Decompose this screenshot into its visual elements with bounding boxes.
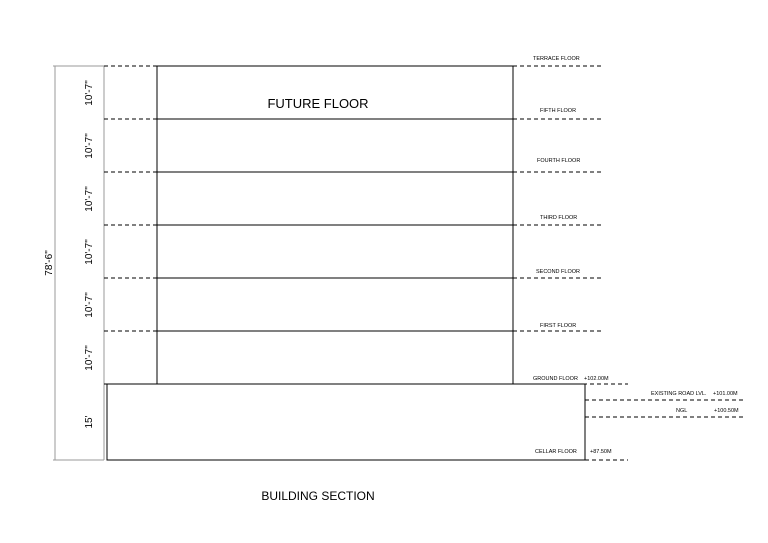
floor-dimensions: 10'-7" 10'-7" 10'-7" 10'-7" 10'-7" 10'-7… [84, 66, 105, 460]
fourth-floor-label: FOURTH FLOOR [537, 158, 580, 164]
level-labels: TERRACE FLOOR FIFTH FLOOR FOURTH FLOOR T… [533, 56, 739, 455]
floor-height-4: 10'-7" [84, 186, 95, 212]
first-floor-label: FIRST FLOOR [540, 323, 576, 329]
floor-height-1: 10'-7" [84, 345, 95, 371]
ground-floor-elevation: +102.00M [584, 376, 609, 382]
floor-height-6: 10'-7" [84, 80, 95, 106]
cellar-height: 15' [84, 415, 95, 428]
building-outline [106, 65, 586, 461]
level-dashed-lines [104, 65, 744, 461]
cellar-floor-label: CELLAR FLOOR [535, 449, 577, 455]
cellar-floor-elevation: +87.50M [590, 449, 612, 455]
ground-floor-label: GROUND FLOOR [533, 376, 578, 382]
floor-height-5: 10'-7" [84, 133, 95, 159]
ngl-label: NGL [676, 408, 687, 414]
second-floor-label: SECOND FLOOR [536, 269, 580, 275]
floor-height-3: 10'-7" [84, 239, 95, 265]
terrace-floor-label: TERRACE FLOOR [533, 56, 580, 62]
third-floor-label: THIRD FLOOR [540, 215, 577, 221]
future-floor-label: FUTURE FLOOR [267, 96, 368, 111]
overall-height-label: 78'-6" [44, 250, 55, 276]
ngl-elevation: +100.50M [714, 408, 739, 414]
floor-height-2: 10'-7" [84, 292, 95, 318]
road-level-label: EXISTING ROAD LVL. [651, 391, 707, 397]
drawing-title: BUILDING SECTION [261, 489, 374, 503]
road-level-elevation: +101.00M [713, 391, 738, 397]
cellar [106, 383, 586, 461]
overall-dimension: 78'-6" [44, 65, 104, 461]
fifth-floor-label: FIFTH FLOOR [540, 108, 576, 114]
